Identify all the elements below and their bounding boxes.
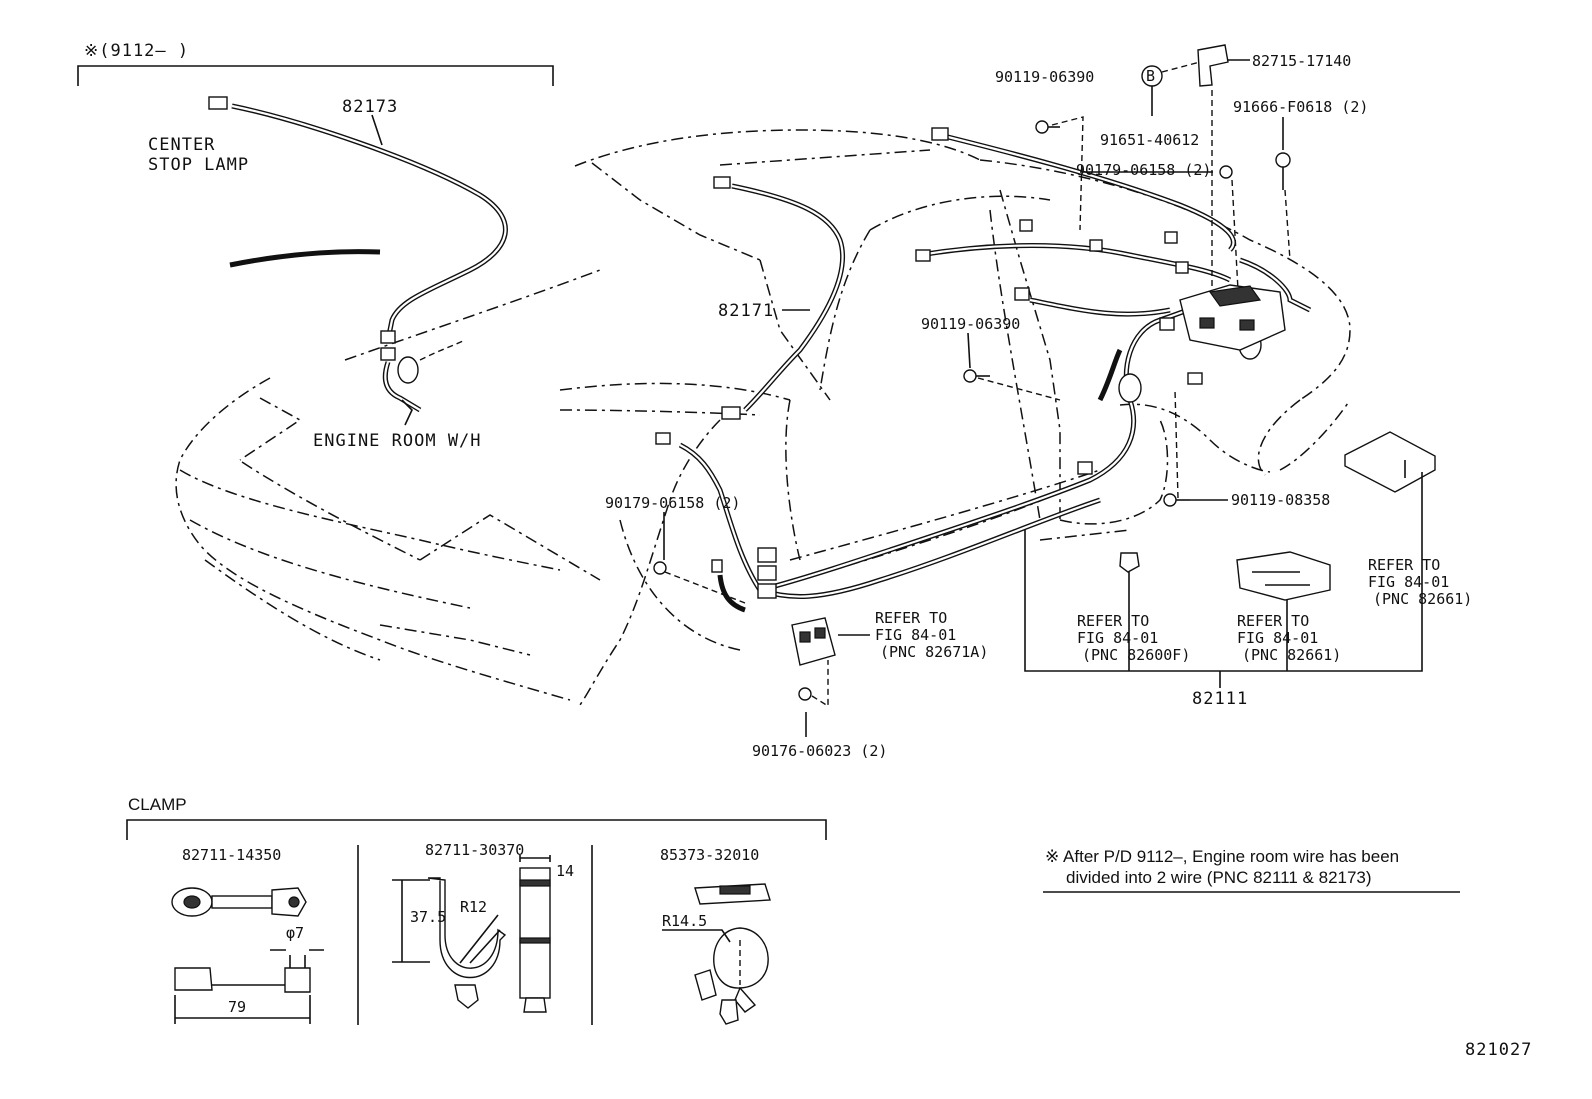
variant-bracket-label: ※(9112– ) xyxy=(84,41,189,61)
sensor-connector xyxy=(1119,552,1140,585)
front-connector-cluster xyxy=(711,547,777,613)
ref-82600f: REFER TO FIG 84-01 (PNC 82600F) xyxy=(1077,612,1190,664)
connector-icon xyxy=(721,406,741,420)
grommet-icon xyxy=(397,356,419,384)
clamp-title: CLAMP xyxy=(128,795,187,814)
figure-id: 821027 xyxy=(1465,1040,1532,1060)
fasteners: B xyxy=(653,44,1291,708)
clamp-3-drawing: R14.5 xyxy=(662,883,771,1025)
connector-icon xyxy=(713,176,731,189)
car-body-outline xyxy=(175,129,1351,706)
label-91651-40612: 91651-40612 xyxy=(1100,131,1199,149)
connector-icon xyxy=(1019,219,1033,232)
b-marker: B xyxy=(1141,65,1163,87)
connector-icon xyxy=(931,127,949,141)
label-82173: 82173 xyxy=(342,97,398,117)
wire-harness-82171 xyxy=(713,176,846,420)
ref-82661-a: REFER TO FIG 84-01 (PNC 82661) xyxy=(1237,612,1341,664)
bolt-icon xyxy=(1163,493,1190,507)
connector-icon xyxy=(1077,461,1093,475)
b-marker-label: B xyxy=(1146,67,1155,85)
ref-82661-b: REFER TO FIG 84-01 (PNC 82661) xyxy=(1368,556,1472,608)
variant-bracket: ※(9112– ) xyxy=(77,41,554,86)
label-stop-lamp: STOP LAMP xyxy=(148,155,249,175)
label-90119-06390-a: 90119-06390 xyxy=(995,68,1094,86)
bolt-icon xyxy=(1035,120,1060,134)
dim-r14-5: R14.5 xyxy=(662,912,707,930)
ref-line: FIG 84-01 xyxy=(875,626,956,644)
computer-cover xyxy=(1344,431,1436,493)
label-82715-17140: 82715-17140 xyxy=(1252,52,1351,70)
label-90119-06390-b: 90119-06390 xyxy=(921,315,1020,333)
rear-junction-block xyxy=(1179,284,1286,351)
screw-icon xyxy=(1275,152,1291,190)
wire-harness-82173 xyxy=(208,96,508,426)
connector-icon xyxy=(380,330,396,344)
ref-82671a: REFER TO FIG 84-01 (PNC 82671A) xyxy=(875,609,988,661)
label-90176-06023: 90176-06023 (2) xyxy=(752,742,887,760)
clamp-2-label: 82711-30370 xyxy=(425,841,524,859)
ref-line: REFER TO xyxy=(1237,612,1309,630)
ecu-connector xyxy=(791,617,836,666)
label-82111: 82111 xyxy=(1192,689,1248,709)
connector-icon xyxy=(1164,231,1178,244)
ref-line: REFER TO xyxy=(875,609,947,627)
connector-icon xyxy=(1159,317,1175,331)
note-line-1: ※ After P/D 9112–, Engine room wire has … xyxy=(1045,847,1399,866)
label-90119-08358: 90119-08358 xyxy=(1231,491,1330,509)
nut-icon xyxy=(653,561,667,575)
clamp-section: CLAMP 82711-14350 82711-30370 85373-3201… xyxy=(126,795,827,1025)
connector-icon xyxy=(380,347,396,361)
note-block: ※ After P/D 9112–, Engine room wire has … xyxy=(1043,847,1460,893)
ref-line: (PNC 82600F) xyxy=(1082,646,1190,664)
connector-icon xyxy=(1089,239,1103,252)
connector-icon xyxy=(1014,287,1030,301)
relay-bracket xyxy=(1236,551,1331,601)
clamp-1-label: 82711-14350 xyxy=(182,846,281,864)
ref-line: FIG 84-01 xyxy=(1237,629,1318,647)
clamp-3-label: 85373-32010 xyxy=(660,846,759,864)
bracket-82715 xyxy=(1197,44,1229,87)
bolt-icon xyxy=(963,369,990,383)
ref-line: (PNC 82671A) xyxy=(880,643,988,661)
dim-79: 79 xyxy=(228,998,246,1016)
clamp-2-drawing: 37.5 R12 14 xyxy=(392,855,574,1013)
label-engine-room: ENGINE ROOM W/H xyxy=(313,431,482,451)
connector-icon xyxy=(915,249,931,262)
label-82171: 82171 xyxy=(718,301,774,321)
connector-icon xyxy=(1187,372,1203,385)
note-line-2: divided into 2 wire (PNC 82111 & 82173) xyxy=(1066,868,1372,887)
ref-line: REFER TO xyxy=(1077,612,1149,630)
nut-icon xyxy=(1219,165,1233,179)
nut-icon xyxy=(798,687,812,701)
label-91666-f0618: 91666-F0618 (2) xyxy=(1233,98,1368,116)
label-90179-06158-a: 90179-06158 (2) xyxy=(1076,161,1211,179)
stop-lamp-connector xyxy=(208,96,228,110)
reference-parts xyxy=(1119,431,1436,601)
grommet-icon xyxy=(1118,373,1142,403)
label-center: CENTER xyxy=(148,135,215,155)
part-labels: 82173 CENTER STOP LAMP ENGINE ROOM W/H 8… xyxy=(148,52,1472,760)
dim-r12: R12 xyxy=(460,898,487,916)
connector-icon xyxy=(1175,261,1189,274)
connector-icon xyxy=(655,432,671,445)
leader-lines xyxy=(371,59,1423,737)
clamp-1-drawing: φ7 79 xyxy=(171,887,324,1024)
ref-line: (PNC 82661) xyxy=(1242,646,1341,664)
ref-line: FIG 84-01 xyxy=(1077,629,1158,647)
dim-37-5: 37.5 xyxy=(410,908,446,926)
wire-harness-82111 xyxy=(229,127,1312,666)
ref-line: FIG 84-01 xyxy=(1368,573,1449,591)
ref-line: (PNC 82661) xyxy=(1373,590,1472,608)
label-90179-06158-b: 90179-06158 (2) xyxy=(605,494,740,512)
ref-line: REFER TO xyxy=(1368,556,1440,574)
dim-phi7: φ7 xyxy=(286,924,304,942)
dim-14: 14 xyxy=(556,862,574,880)
